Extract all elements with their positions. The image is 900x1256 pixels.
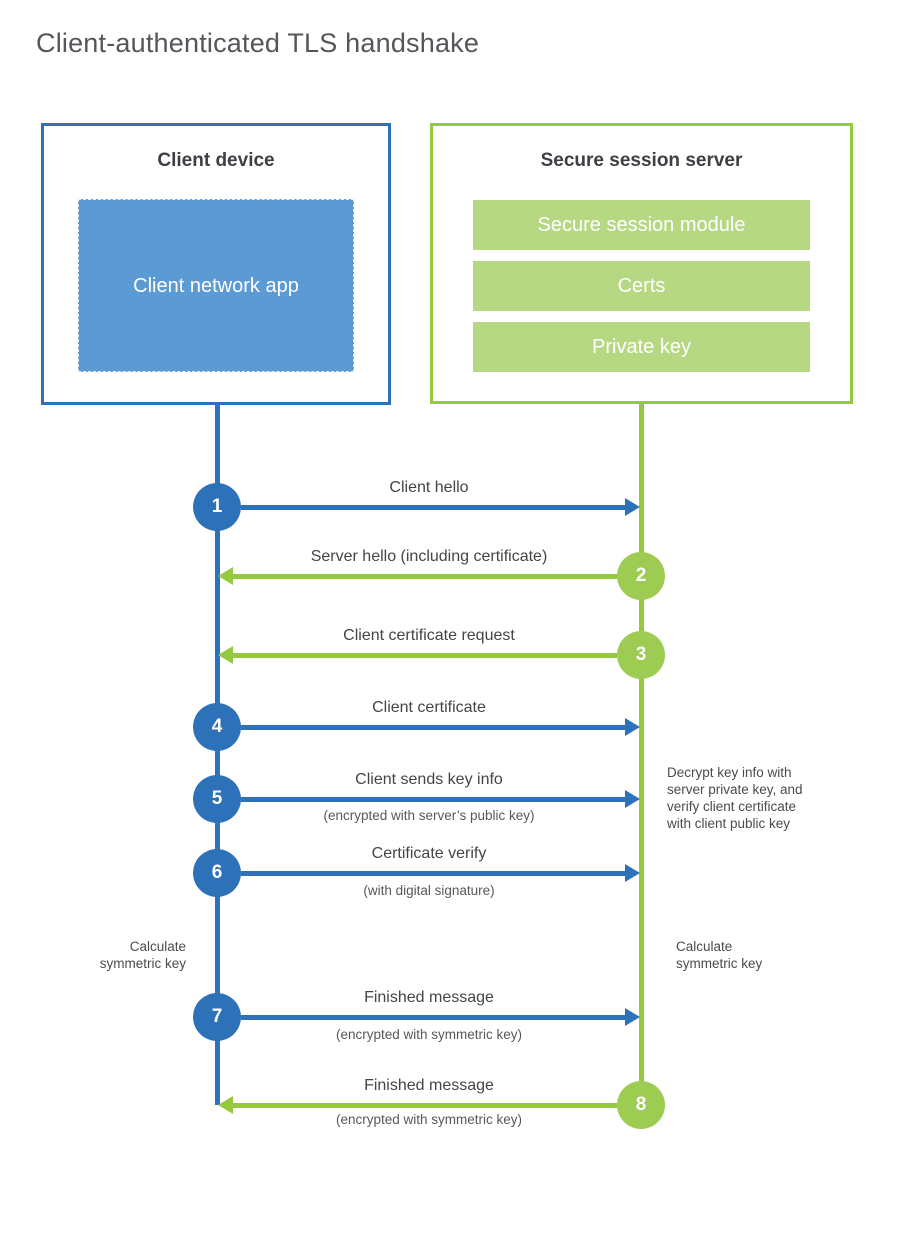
- step-8-label: Finished message: [364, 1077, 494, 1094]
- arrow-right-icon: [625, 790, 640, 808]
- arrow-left-icon: [218, 567, 233, 585]
- annotation-calculate-symmetric-key-client: Calculate symmetric key: [99, 939, 186, 971]
- client-lifeline: [215, 403, 220, 1105]
- step-1-badge: 1: [193, 483, 241, 531]
- step-5-badge: 5: [193, 775, 241, 823]
- step-8-badge: 8: [617, 1081, 665, 1129]
- client-network-app-label: Client network app: [133, 274, 299, 297]
- arrow-right-icon: [625, 718, 640, 736]
- annotation-calculate-symmetric-key-server: Calculate symmetric key: [676, 939, 763, 971]
- step-4-arrow-line: [241, 725, 625, 730]
- server-module-bar: Secure session module: [473, 200, 810, 250]
- step-1-label: Client hello: [389, 479, 469, 496]
- arrow-right-icon: [625, 498, 640, 516]
- step-5-sublabel: (encrypted with server’s public key): [323, 808, 535, 823]
- step-5-label: Client sends key info: [355, 771, 503, 788]
- arrow-right-icon: [625, 1008, 640, 1026]
- step-3-badge: 3: [617, 631, 665, 679]
- step-7-arrow-line: [241, 1015, 625, 1020]
- step-7-label: Finished message: [364, 989, 494, 1006]
- step-3-arrow-line: [233, 653, 617, 658]
- server-module-bar: Private key: [473, 322, 810, 372]
- server-lifeline: [639, 403, 644, 1128]
- step-7-badge: 7: [193, 993, 241, 1041]
- step-1-arrow-line: [241, 505, 625, 510]
- arrow-left-icon: [218, 646, 233, 664]
- step-6-sublabel: (with digital signature): [363, 883, 495, 898]
- step-8-arrow-line: [233, 1103, 617, 1108]
- arrow-right-icon: [625, 864, 640, 882]
- step-3-label: Client certificate request: [343, 627, 515, 644]
- step-6-badge: 6: [193, 849, 241, 897]
- step-4-label: Client certificate: [372, 699, 486, 716]
- step-5-arrow-line: [241, 797, 625, 802]
- page-title: Client-authenticated TLS handshake: [36, 28, 480, 58]
- server-module-bar: Certs: [473, 261, 810, 311]
- step-7-sublabel: (encrypted with symmetric key): [335, 1027, 523, 1042]
- client-device-heading: Client device: [157, 150, 275, 171]
- client-network-app-box: Client network app: [78, 199, 354, 372]
- step-2-label: Server hello (including certificate): [310, 548, 548, 565]
- arrow-left-icon: [218, 1096, 233, 1114]
- step-2-badge: 2: [617, 552, 665, 600]
- annotation-decrypt-key-info: Decrypt key info with server private key…: [667, 765, 803, 831]
- step-6-arrow-line: [241, 871, 625, 876]
- secure-session-server-heading: Secure session server: [540, 150, 743, 171]
- step-4-badge: 4: [193, 703, 241, 751]
- step-2-arrow-line: [233, 574, 617, 579]
- step-8-sublabel: (encrypted with symmetric key): [335, 1112, 523, 1127]
- step-6-label: Certificate verify: [371, 845, 487, 862]
